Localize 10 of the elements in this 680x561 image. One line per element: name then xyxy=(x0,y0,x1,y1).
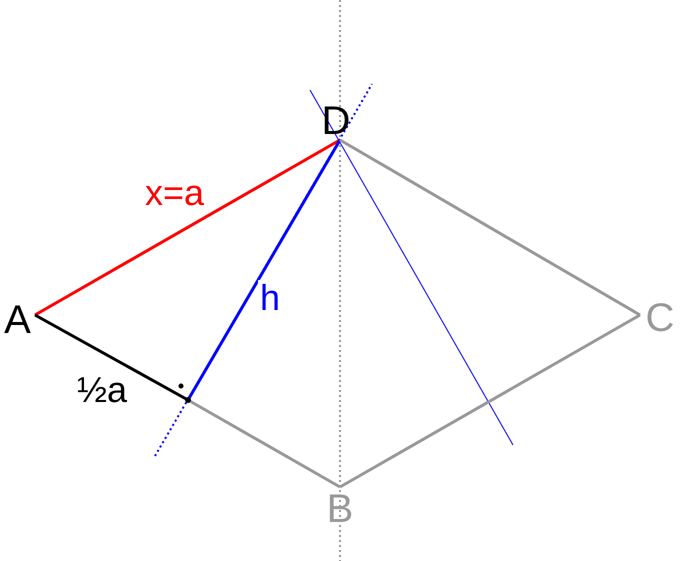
vertex-label: A xyxy=(0,300,35,340)
line-segment xyxy=(187,398,341,488)
line-segment xyxy=(339,138,641,316)
line-segment xyxy=(186,139,342,401)
line-segment xyxy=(34,314,189,402)
line-segment xyxy=(34,138,341,316)
line-segment xyxy=(339,314,641,488)
vertex-label: B xyxy=(322,487,358,531)
vertex-label: D xyxy=(318,102,354,140)
vertex-label: C xyxy=(640,297,680,339)
